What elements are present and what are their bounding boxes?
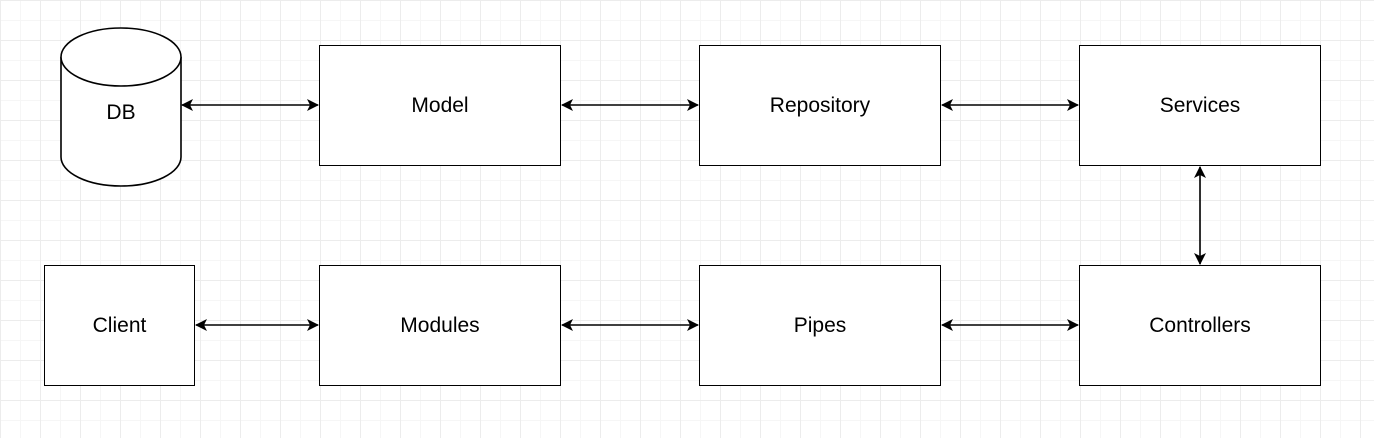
repository-node[interactable]: Repository xyxy=(699,45,941,166)
modules-label: Modules xyxy=(400,313,480,337)
client-label: Client xyxy=(92,313,147,337)
client-node[interactable]: Client xyxy=(44,265,195,386)
services-node[interactable]: Services xyxy=(1079,45,1321,166)
controllers-label: Controllers xyxy=(1149,313,1251,337)
services-label: Services xyxy=(1159,93,1241,117)
database-cylinder-icon xyxy=(60,27,182,187)
model-node[interactable]: Model xyxy=(319,45,561,166)
model-label: Model xyxy=(411,93,469,117)
pipes-node[interactable]: Pipes xyxy=(699,265,941,386)
controllers-node[interactable]: Controllers xyxy=(1079,265,1321,386)
db-label: DB xyxy=(106,101,136,124)
db-node[interactable]: DB xyxy=(60,27,182,187)
modules-node[interactable]: Modules xyxy=(319,265,561,386)
repository-label: Repository xyxy=(769,93,871,117)
pipes-label: Pipes xyxy=(793,313,847,337)
